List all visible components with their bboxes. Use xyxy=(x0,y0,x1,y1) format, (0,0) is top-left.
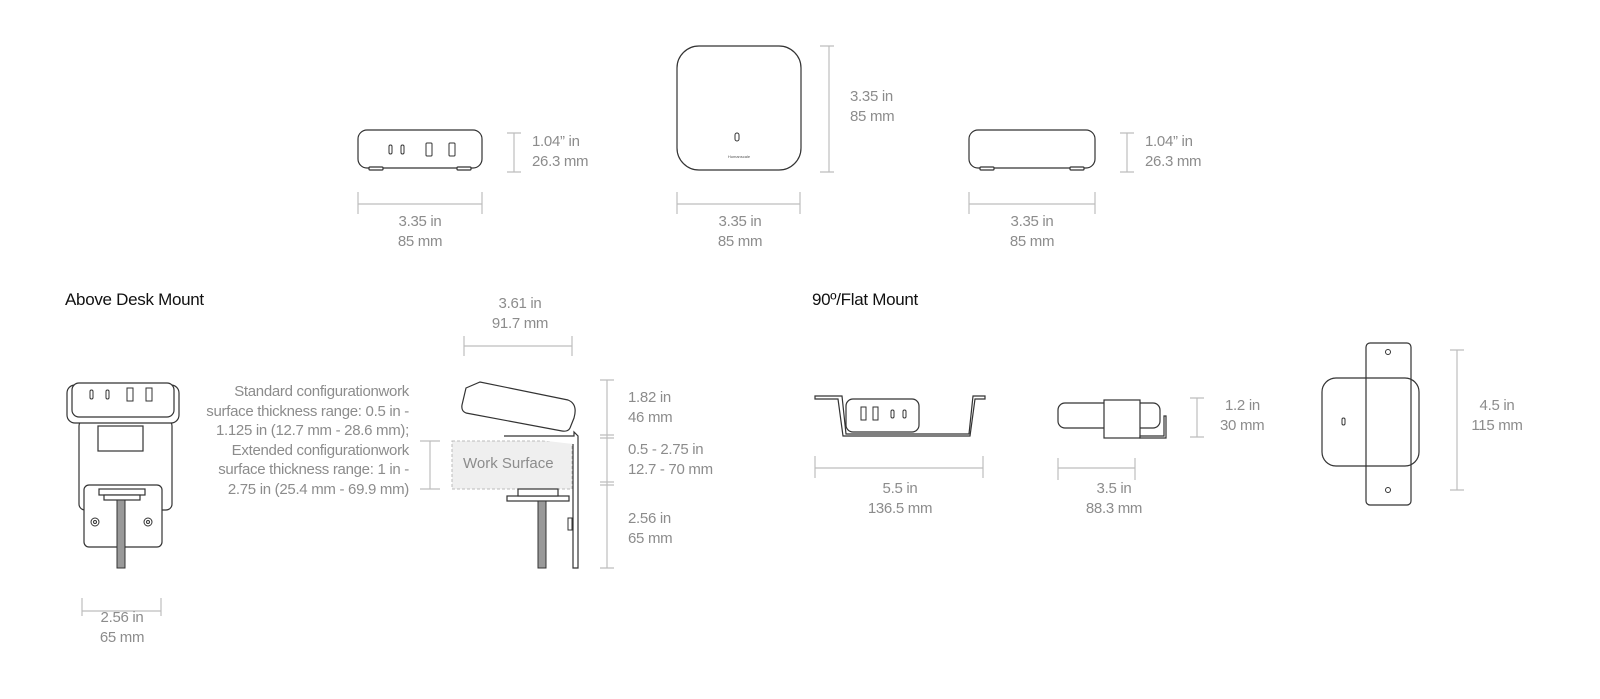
flat-side-width-mm: 88.3 mm xyxy=(1085,500,1143,517)
width-label-mm: 85 mm xyxy=(397,233,443,250)
clamp-side-view xyxy=(451,381,579,569)
section-title-above-desk: Above Desk Mount xyxy=(65,290,204,309)
dimension-lines-top-right xyxy=(968,132,1134,214)
flat-side-height-in: 1.2 in xyxy=(1225,397,1260,414)
thickness-note: Standard configurationwork surface thick… xyxy=(206,383,409,498)
upper-height-in: 1.82 in xyxy=(628,389,671,406)
height-label-in: 3.35 in xyxy=(850,88,893,105)
brand-logo: Humanscale xyxy=(728,154,751,159)
flat-side-height-mm: 30 mm xyxy=(1220,417,1265,434)
lower-height-in: 2.56 in xyxy=(628,510,671,527)
work-surface-area xyxy=(451,440,573,490)
flat-top-height-in: 4.5 in xyxy=(1479,397,1515,414)
flat-side-width-in: 3.5 in xyxy=(1096,480,1132,497)
height-label-mm: 85 mm xyxy=(850,108,895,125)
work-surface-label: Work Surface xyxy=(463,455,554,472)
surface-range-mm: 12.7 - 70 mm xyxy=(628,461,713,478)
dimension-lines-flat-top xyxy=(1450,349,1464,491)
dimension-lines-front-width xyxy=(81,598,162,616)
height-label-in: 1.04” in xyxy=(1145,133,1193,150)
flat-front-width-in: 5.5 in xyxy=(882,480,918,497)
upper-height-mm: 46 mm xyxy=(628,409,673,426)
dimension-lines-flat-side xyxy=(1057,397,1204,480)
front-width-in: 2.56 in xyxy=(100,609,144,626)
lower-height-mm: 65 mm xyxy=(628,530,673,547)
dimension-lines-side xyxy=(420,336,614,569)
width-label-mm: 85 mm xyxy=(717,233,763,250)
flat-top-height-mm: 115 mm xyxy=(1471,417,1523,434)
device-back-view xyxy=(968,129,1096,171)
device-front-view xyxy=(357,129,483,171)
device-top-view: Humanscale xyxy=(676,45,802,171)
flat-front-width-mm: 136.5 mm xyxy=(867,500,933,517)
dimension-lines-flat-front xyxy=(814,456,984,478)
side-width-mm: 91.7 mm xyxy=(491,315,549,332)
surface-range-in: 0.5 - 2.75 in xyxy=(628,441,704,458)
width-label-mm: 85 mm xyxy=(1009,233,1055,250)
height-label-in: 1.04” in xyxy=(532,133,580,150)
dimension-lines-top-left xyxy=(357,132,521,214)
width-label-in: 3.35 in xyxy=(398,213,442,230)
flat-mount-front-view xyxy=(814,395,986,437)
width-label-in: 3.35 in xyxy=(718,213,762,230)
flat-mount-top-view xyxy=(1321,342,1420,506)
height-label-mm: 26.3 mm xyxy=(532,153,589,170)
height-label-mm: 26.3 mm xyxy=(1145,153,1202,170)
section-title-flat-mount: 90º/Flat Mount xyxy=(812,290,918,309)
flat-mount-side-view xyxy=(1057,399,1167,439)
width-label-in: 3.35 in xyxy=(1010,213,1054,230)
side-width-in: 3.61 in xyxy=(498,295,542,312)
dimension-lines-top-center xyxy=(676,45,834,214)
front-width-mm: 65 mm xyxy=(99,629,145,646)
clamp-front-view xyxy=(66,382,180,569)
